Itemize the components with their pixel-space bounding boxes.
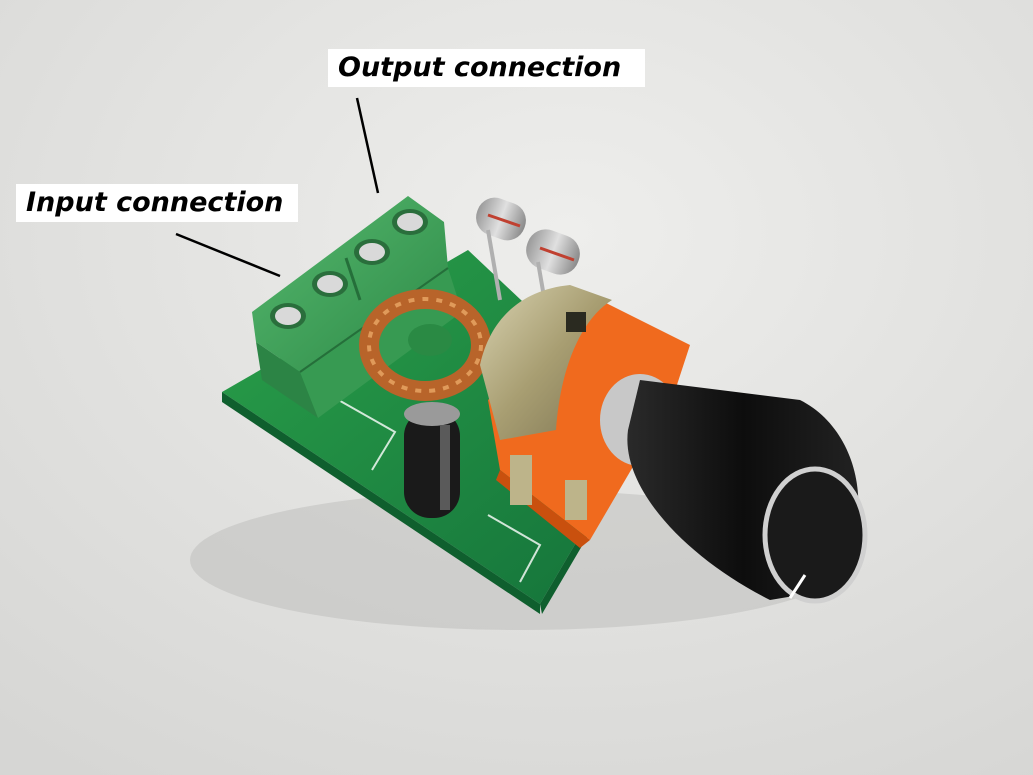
terminal-screw [312,271,348,297]
resistor [476,197,526,301]
output-connection-label: Output connection [328,49,645,87]
input-pointer-line [175,232,281,278]
potentiometer [480,285,690,548]
input-connection-label: Input connection [16,184,298,222]
knob [600,374,868,604]
terminal-screw [354,239,390,265]
toroid-inductor [359,289,491,401]
output-pointer-line [355,97,380,194]
terminal-screw [270,303,306,329]
terminal-screw [392,209,428,235]
electrolytic-capacitor [404,402,460,518]
